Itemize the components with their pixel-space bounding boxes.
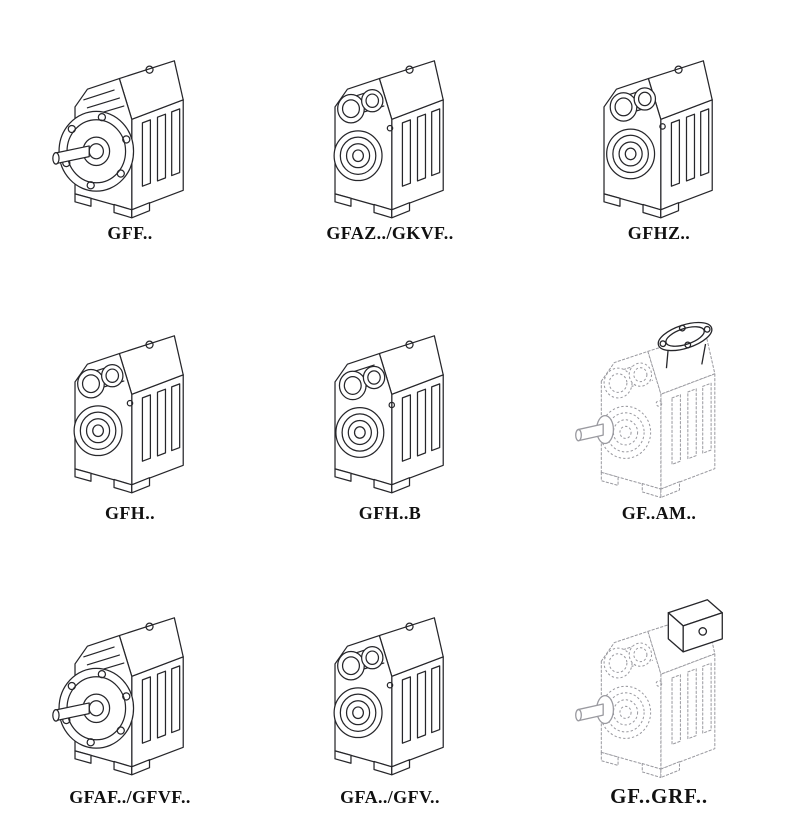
gearbox-drawing-gfa-gfv [302, 570, 478, 788]
gearbox-drawing-gfhz [562, 20, 756, 224]
model-label: GFF.. [107, 223, 153, 243]
gearbox-drawing-gf-grf [562, 570, 756, 785]
catalog-cell: GFAZ../GKVF.. [300, 16, 480, 254]
catalog-cell: GFA../GFV.. [300, 566, 480, 818]
model-label: GFHZ.. [627, 223, 691, 243]
catalog-cell: GFHZ.. [560, 16, 758, 254]
gearbox-drawing-gfaf-gfvf [42, 570, 218, 788]
catalog-cell: GFH.. [40, 286, 220, 534]
model-label: GFH..B [358, 502, 422, 523]
catalog-cell: GFH..B [300, 286, 480, 534]
gearbox-drawing-gfh [42, 290, 218, 504]
catalog-cell: GFAF../GFVF.. [40, 566, 220, 818]
catalog-cell: GF..GRF.. [560, 566, 758, 818]
gearbox-drawing-gfh-b [302, 290, 478, 504]
catalog-cell: GFF.. [40, 16, 220, 254]
model-label: GFAF../GFVF.. [69, 786, 191, 807]
catalog-cell: GF..AM.. [560, 286, 758, 534]
gearbox-drawing-gf-am [562, 290, 756, 504]
gearbox-drawing-gff [42, 20, 218, 224]
model-label: GFAZ../GKVF.. [326, 223, 454, 243]
model-label: GFH.. [105, 502, 155, 523]
gearbox-drawing-gfaz-gkvf [302, 20, 478, 224]
model-label: GFA../GFV.. [340, 786, 440, 807]
model-label: GF..GRF.. [610, 783, 708, 808]
gearbox-catalog-grid: GFF.. GFAZ../GKVF.. GFHZ.. GFHF.. GFH.. … [40, 16, 758, 807]
model-label: GF..AM.. [621, 502, 697, 523]
